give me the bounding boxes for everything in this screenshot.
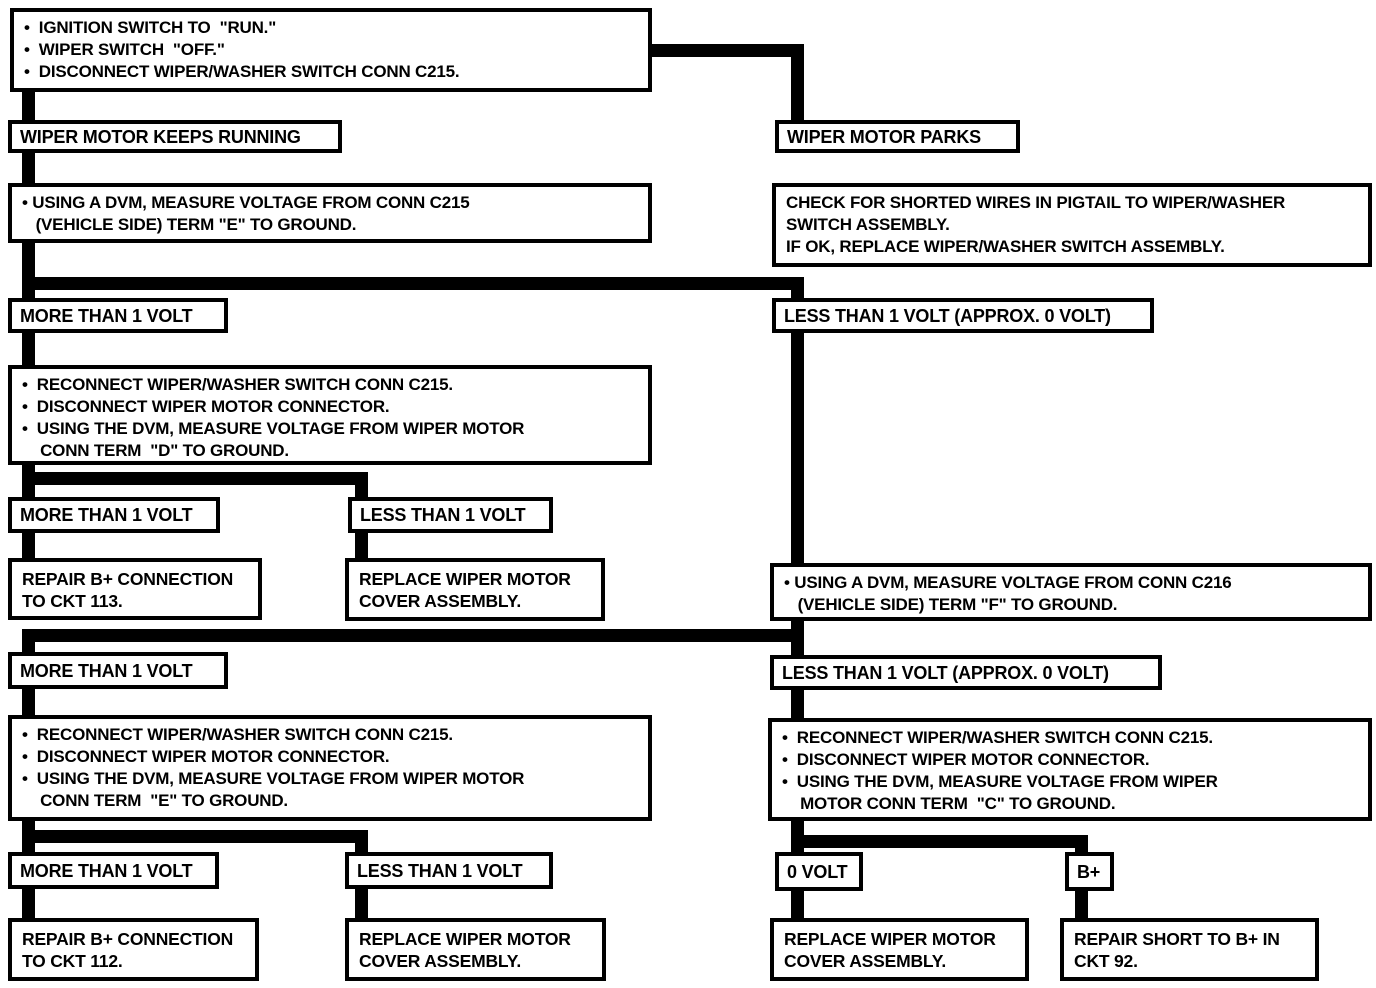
node-reconnect-measure-term-e: • RECONNECT WIPER/WASHER SWITCH CONN C21…: [8, 715, 652, 821]
node-replace-wiper-motor-cover-2: REPLACE WIPER MOTOR COVER ASSEMBLY.: [345, 918, 606, 981]
node-less-than-1-volt-approx-0-2: LESS THAN 1 VOLT (APPROX. 0 VOLT): [770, 655, 1162, 690]
node-check-shorted-wires: CHECK FOR SHORTED WIRES IN PIGTAIL TO WI…: [772, 183, 1372, 267]
node-repair-short-to-b-plus-ckt-92: REPAIR SHORT TO B+ IN CKT 92.: [1060, 918, 1319, 981]
node-wiper-motor-parks: WIPER MOTOR PARKS: [775, 120, 1020, 153]
connector-start-down: [22, 92, 35, 122]
connector-more4-down: [22, 888, 35, 918]
node-b-plus: B+: [1065, 852, 1114, 891]
connector-long-h: [22, 629, 804, 642]
node-more-than-1-volt-1: MORE THAN 1 VOLT: [8, 298, 228, 333]
connector-bplus-down: [1075, 890, 1088, 918]
node-less-than-1-volt-2: LESS THAN 1 VOLT: [345, 852, 553, 889]
connector-less2-down: [355, 888, 368, 918]
node-less-than-1-volt-approx-0-1: LESS THAN 1 VOLT (APPROX. 0 VOLT): [772, 298, 1154, 333]
connector-branch3-h: [22, 830, 368, 843]
node-more-than-1-volt-2: MORE THAN 1 VOLT: [8, 497, 220, 533]
connector-less1-down: [355, 532, 368, 558]
node-reconnect-measure-term-d: • RECONNECT WIPER/WASHER SWITCH CONN C21…: [8, 365, 652, 465]
node-less-than-1-volt-1: LESS THAN 1 VOLT: [348, 497, 553, 533]
node-measure-conn-c216-term-f: • USING A DVM, MEASURE VOLTAGE FROM CONN…: [770, 563, 1372, 621]
connector-branch2-stub: [355, 472, 368, 497]
node-replace-wiper-motor-cover-3: REPLACE WIPER MOTOR COVER ASSEMBLY.: [770, 918, 1029, 981]
connector-lessapprox1-down: [791, 332, 804, 563]
connector-branch3-stub: [355, 830, 368, 852]
connector-lessapprox2-down: [791, 689, 804, 718]
connector-long-left-stub: [22, 629, 35, 652]
connector-more2-down: [22, 532, 35, 558]
connector-keeps-down: [22, 152, 35, 183]
connector-start-right-v: [791, 44, 804, 120]
connector-branch1-h: [22, 277, 804, 290]
connector-more3-down: [22, 688, 35, 715]
node-measure-conn-c215-term-e: • USING A DVM, MEASURE VOLTAGE FROM CONN…: [8, 183, 652, 243]
connector-start-right-h: [652, 44, 804, 57]
node-repair-b-plus-ckt-113: REPAIR B+ CONNECTION TO CKT 113.: [8, 558, 262, 620]
node-replace-wiper-motor-cover-1: REPLACE WIPER MOTOR COVER ASSEMBLY.: [345, 558, 605, 621]
connector-more1-down: [22, 332, 35, 365]
node-reconnect-measure-term-c: • RECONNECT WIPER/WASHER SWITCH CONN C21…: [768, 718, 1372, 821]
node-wiper-motor-keeps-running: WIPER MOTOR KEEPS RUNNING: [8, 120, 342, 153]
connector-branch4-h: [791, 835, 1088, 848]
node-more-than-1-volt-4: MORE THAN 1 VOLT: [8, 852, 219, 889]
node-repair-b-plus-ckt-112: REPAIR B+ CONNECTION TO CKT 112.: [8, 918, 259, 981]
connector-0volt-down: [791, 890, 804, 918]
node-start-conditions: • IGNITION SWITCH TO "RUN." • WIPER SWIT…: [10, 8, 652, 92]
connector-branch2-h: [22, 472, 368, 485]
node-0-volt: 0 VOLT: [775, 852, 863, 891]
connector-branch1-stub: [791, 277, 804, 300]
node-more-than-1-volt-3: MORE THAN 1 VOLT: [8, 652, 228, 689]
connector-branch4-stub: [1075, 835, 1088, 852]
